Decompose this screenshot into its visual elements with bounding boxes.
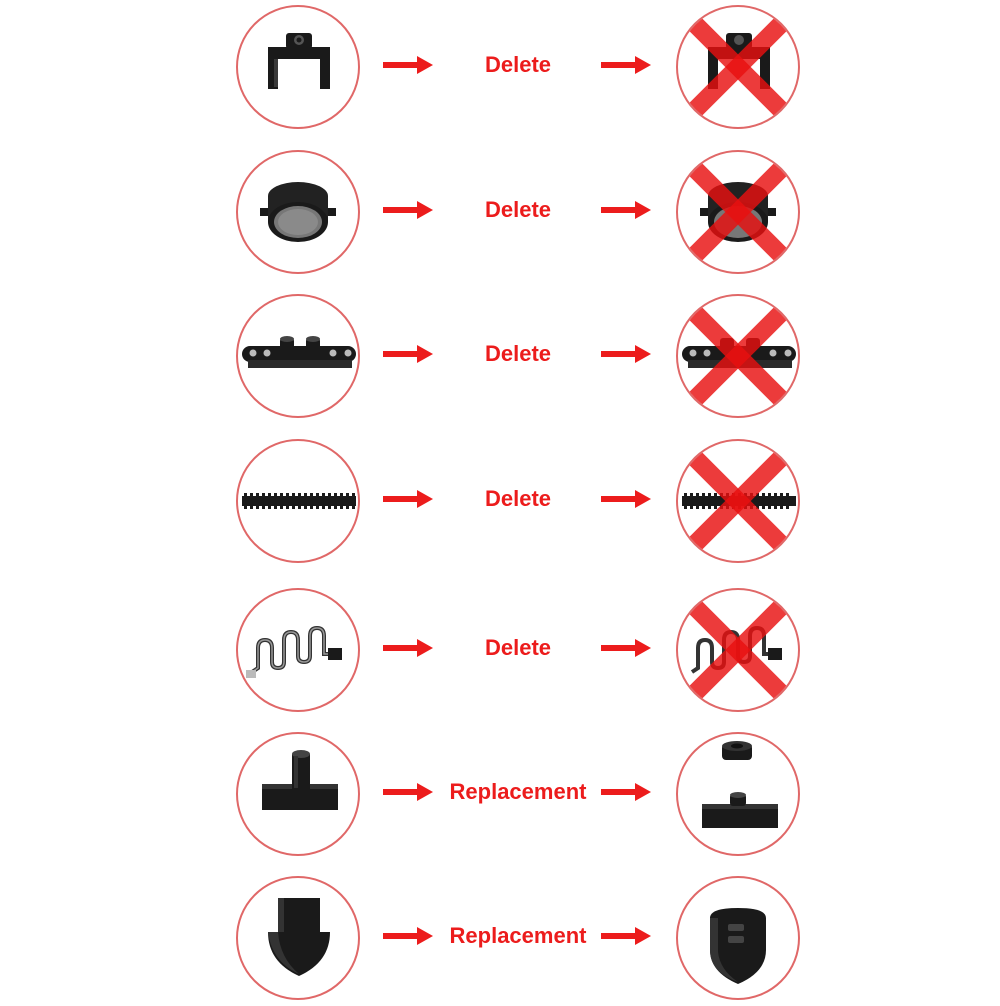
clip-bracket-icon xyxy=(268,33,330,89)
action-label: Delete xyxy=(484,635,552,660)
peg-plate-icon xyxy=(702,741,778,828)
result-part-circle xyxy=(676,439,800,563)
arrow-right-icon xyxy=(383,639,433,657)
wire-spring-icon xyxy=(246,625,342,678)
step-row: Delete xyxy=(0,294,1000,424)
arrow-right-icon xyxy=(383,56,433,74)
nose-cone-icon xyxy=(268,898,330,976)
action-label: Delete xyxy=(484,486,552,511)
arrow-right-icon xyxy=(601,783,651,801)
action-label: Replacement xyxy=(449,923,587,948)
result-part-circle xyxy=(676,588,800,712)
nose-cone-icon xyxy=(710,908,766,984)
delete-x-icon xyxy=(678,441,798,561)
action-label: Delete xyxy=(484,52,552,77)
result-part-circle xyxy=(676,732,800,856)
action-label: Replacement xyxy=(449,779,587,804)
step-row: Delete xyxy=(0,439,1000,569)
step-row: Replacement xyxy=(0,732,1000,862)
delete-x-icon xyxy=(678,590,798,710)
action-label: Delete xyxy=(484,341,552,366)
step-row: Delete xyxy=(0,5,1000,135)
original-part-circle xyxy=(236,588,360,712)
arrow-right-icon xyxy=(383,927,433,945)
hole-plate-icon xyxy=(242,336,356,368)
result-part-circle xyxy=(676,150,800,274)
arrow-right-icon xyxy=(383,490,433,508)
delete-x-icon xyxy=(678,152,798,272)
original-part-circle xyxy=(236,439,360,563)
result-part-circle xyxy=(676,876,800,1000)
original-part-circle xyxy=(236,294,360,418)
step-row: Replacement xyxy=(0,876,1000,1006)
arrow-right-icon xyxy=(601,639,651,657)
arrow-right-icon xyxy=(601,345,651,363)
arrow-right-icon xyxy=(601,56,651,74)
arrow-right-icon xyxy=(383,201,433,219)
round-sensor-icon xyxy=(260,182,336,242)
threaded-rod-icon xyxy=(242,493,356,509)
peg-plate-icon xyxy=(262,750,338,810)
result-part-circle xyxy=(676,294,800,418)
arrow-right-icon xyxy=(383,783,433,801)
original-part-circle xyxy=(236,732,360,856)
arrow-right-icon xyxy=(601,201,651,219)
delete-x-icon xyxy=(678,296,798,416)
original-part-circle xyxy=(236,5,360,129)
delete-x-icon xyxy=(678,7,798,127)
step-row: Delete xyxy=(0,150,1000,280)
original-part-circle xyxy=(236,876,360,1000)
arrow-right-icon xyxy=(601,490,651,508)
step-row: Delete xyxy=(0,588,1000,718)
original-part-circle xyxy=(236,150,360,274)
arrow-right-icon xyxy=(383,345,433,363)
result-part-circle xyxy=(676,5,800,129)
action-label: Delete xyxy=(484,197,552,222)
arrow-right-icon xyxy=(601,927,651,945)
